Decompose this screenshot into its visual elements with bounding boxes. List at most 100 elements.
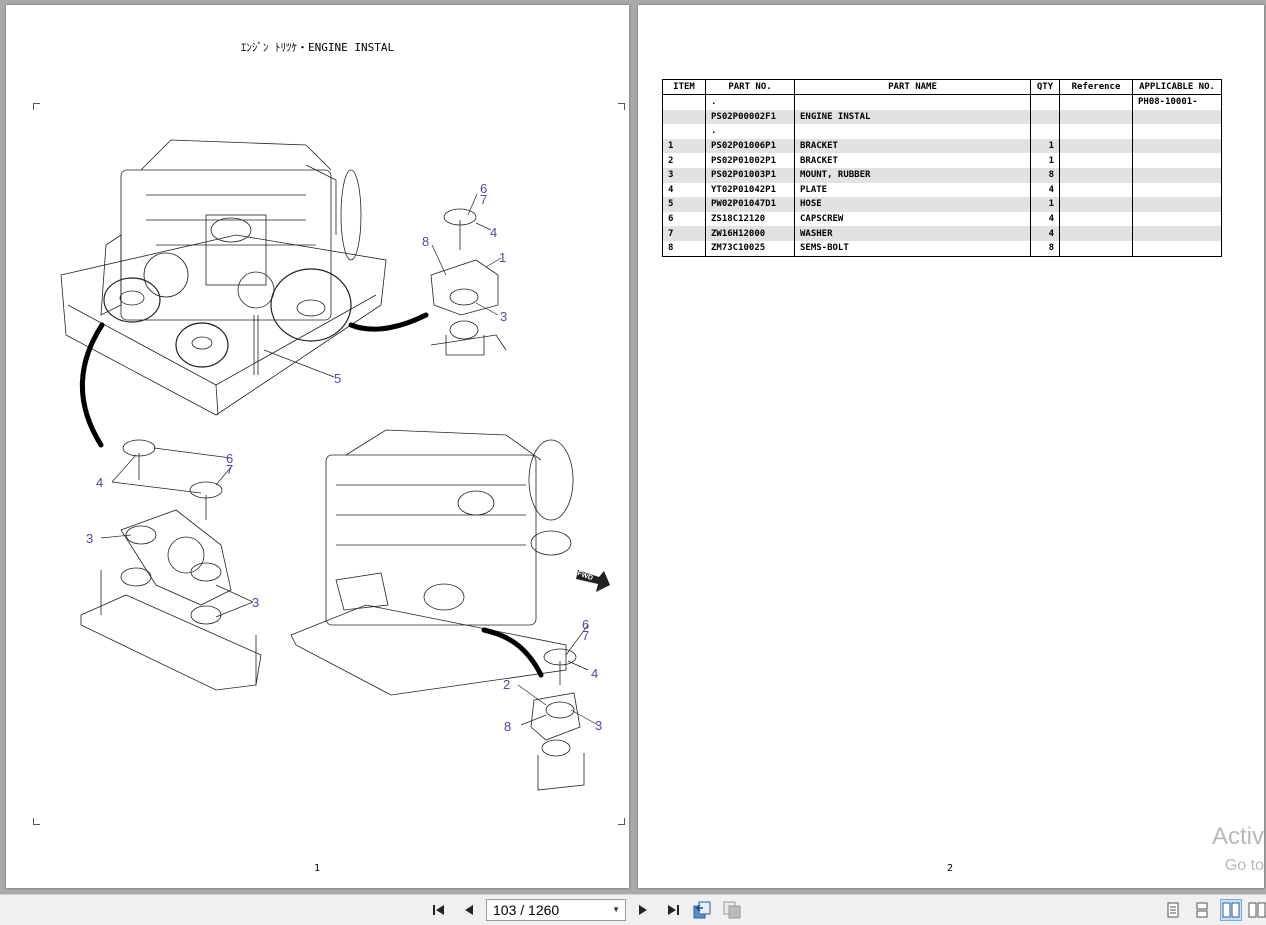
callout-number: 4: [96, 475, 103, 490]
table-cell-item: [662, 109, 706, 125]
column-header: PART NO.: [705, 79, 795, 95]
table-cell-applicable: [1132, 182, 1222, 198]
engine-exploded-diagram: FWD 6 7 4 8 1 3 5 6 7 4 3 3 6 7 4 2 8 3: [60, 139, 610, 791]
fwd-arrow-icon: FWD: [576, 570, 610, 592]
page-number: 2: [947, 863, 954, 874]
table-cell-qty: [1030, 109, 1060, 125]
crop-mark: [618, 103, 625, 110]
page-number-field[interactable]: 103 / 1260 ▼: [486, 899, 626, 921]
table-cell-applicable: [1132, 226, 1222, 241]
table-cell-part-name: BRACKET: [794, 138, 1031, 154]
table-cell-part-name: MOUNT, RUBBER: [794, 167, 1031, 183]
table-cell-qty: 1: [1030, 138, 1060, 154]
table-cell-qty: [1030, 94, 1060, 110]
table-cell-qty: 4: [1030, 182, 1060, 198]
crop-mark: [33, 818, 40, 825]
table-cell-qty: 8: [1030, 240, 1060, 257]
go-back-view-icon[interactable]: [691, 899, 713, 921]
crop-mark: [618, 818, 625, 825]
table-cell-reference: [1059, 138, 1133, 154]
page-title: ｴﾝｼﾞﾝ ﾄﾘﾂｹ・ENGINE INSTAL: [240, 41, 395, 54]
callout-number: 3: [252, 595, 259, 610]
table-cell-reference: [1059, 197, 1133, 212]
callout-number: 1: [499, 250, 506, 265]
table-cell-item: [662, 124, 706, 139]
navigation-toolbar: 103 / 1260 ▼: [0, 894, 1266, 925]
table-cell-part-no: PS02P01002P1: [705, 153, 795, 168]
two-page-view-icon[interactable]: [1220, 899, 1242, 921]
callout-number: 2: [503, 677, 510, 692]
table-cell-qty: [1030, 124, 1060, 139]
table-cell-applicable: [1132, 167, 1222, 183]
table-cell-part-no: .: [705, 94, 795, 110]
callout-number: 3: [595, 718, 602, 733]
two-page-continuous-view-icon[interactable]: [1248, 899, 1266, 921]
continuous-view-icon[interactable]: [1191, 899, 1213, 921]
table-cell-part-name: ENGINE INSTAL: [794, 109, 1031, 125]
next-page-icon[interactable]: [632, 899, 654, 921]
last-page-icon[interactable]: [662, 899, 684, 921]
table-cell-part-no: ZM73C10025: [705, 240, 795, 257]
table-cell-reference: [1059, 240, 1133, 257]
previous-page-icon[interactable]: [458, 899, 480, 921]
table-cell-part-name: WASHER: [794, 226, 1031, 241]
table-cell-qty: 1: [1030, 197, 1060, 212]
callout-number: 8: [422, 234, 429, 249]
table-cell-part-no: PS02P00002F1: [705, 109, 795, 125]
table-cell-part-name: PLATE: [794, 182, 1031, 198]
table-cell-part-name: SEMS-BOLT: [794, 240, 1031, 257]
column-header: PART NAME: [794, 79, 1031, 95]
column-header: QTY: [1030, 79, 1060, 95]
table-row: .: [662, 124, 1222, 139]
table-cell-qty: 8: [1030, 167, 1060, 183]
document-viewport[interactable]: ｴﾝｼﾞﾝ ﾄﾘﾂｹ・ENGINE INSTAL: [0, 0, 1266, 894]
table-cell-part-name: BRACKET: [794, 153, 1031, 168]
table-cell-item: [662, 94, 706, 110]
callout-number: 6: [582, 617, 589, 632]
column-header: APPLICABLE NO.: [1132, 79, 1222, 95]
table-cell-part-name: HOSE: [794, 197, 1031, 212]
table-cell-reference: [1059, 226, 1133, 241]
table-cell-part-no: ZW16H12000: [705, 226, 795, 241]
table-cell-applicable: [1132, 240, 1222, 257]
single-page-view-icon[interactable]: [1162, 899, 1184, 921]
table-cell-part-name: [794, 124, 1031, 139]
callout-number: 5: [334, 371, 341, 386]
table-cell-part-no: PW02P01047D1: [705, 197, 795, 212]
table-cell-part-no: PS02P01003P1: [705, 167, 795, 183]
table-cell-item: 5: [662, 197, 706, 212]
crop-mark: [33, 103, 40, 110]
callout-number: 4: [591, 666, 598, 681]
callout-number: 6: [226, 451, 233, 466]
go-forward-view-icon[interactable]: [721, 899, 743, 921]
callout-number: 3: [86, 531, 93, 546]
page-number: 1: [314, 863, 321, 874]
first-page-icon[interactable]: [428, 899, 450, 921]
table-cell-item: 2: [662, 153, 706, 168]
table-cell-part-no: .: [705, 124, 795, 139]
table-header-row: ITEM PART NO. PART NAME QTY Reference AP…: [662, 79, 1222, 95]
callout-number: 4: [490, 225, 497, 240]
table-cell-item: 4: [662, 182, 706, 198]
callout-number: 8: [504, 719, 511, 734]
drawing-page: ｴﾝｼﾞﾝ ﾄﾘﾂｹ・ENGINE INSTAL: [6, 5, 629, 888]
table-cell-part-name: CAPSCREW: [794, 211, 1031, 227]
table-row: .PH08-10001-: [662, 94, 1222, 110]
table-cell-qty: 1: [1030, 153, 1060, 168]
table-cell-reference: [1059, 167, 1133, 183]
dropdown-caret-icon[interactable]: ▼: [612, 905, 620, 914]
activation-watermark-subtext: Go to: [1224, 857, 1264, 874]
parts-table: ITEM PART NO. PART NAME QTY Reference AP…: [662, 79, 1222, 257]
table-cell-item: 3: [662, 167, 706, 183]
page-indicator: 103 / 1260: [493, 902, 560, 918]
column-header: ITEM: [662, 79, 706, 95]
table-cell-part-no: YT02P01042P1: [705, 182, 795, 198]
table-cell-applicable: [1132, 109, 1222, 125]
